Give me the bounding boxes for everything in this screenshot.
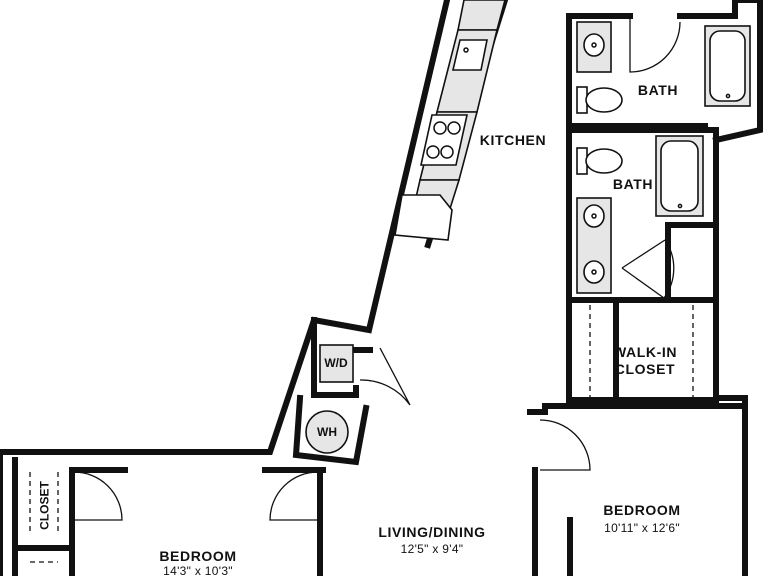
water-heater-icon xyxy=(305,410,349,454)
door-swing-icon xyxy=(359,347,411,406)
door-swing-icon xyxy=(539,419,591,471)
door-swing-icon xyxy=(621,239,675,299)
room-label-bath: BATH xyxy=(612,176,654,192)
bathtub-icon xyxy=(655,135,704,217)
room-label-walk-in: WALK-IN xyxy=(612,344,678,360)
label-wd: W/D xyxy=(324,356,348,370)
room-dimensions: 14'3" x 10'3" xyxy=(163,564,233,578)
door-swing-icon xyxy=(269,471,319,521)
room-label-closet: CLOSET xyxy=(614,361,676,377)
washer-dryer-icon xyxy=(319,344,354,383)
toilet-icon xyxy=(576,86,623,114)
toilet-icon xyxy=(576,147,623,175)
label-closet: CLOSET xyxy=(37,481,52,530)
cooktop-icon xyxy=(420,114,468,166)
label-wh: WH xyxy=(317,425,337,439)
closet-rod xyxy=(29,472,59,563)
door-swing-icon xyxy=(629,16,681,73)
room-label-bedroom: BEDROOM xyxy=(603,502,681,518)
kitchen-sink-icon xyxy=(451,39,488,71)
room-dimensions: 12'5" x 9'4" xyxy=(400,542,464,556)
walk-in-closet-rods xyxy=(589,305,694,398)
sink-icon xyxy=(576,197,612,294)
bathtub-icon xyxy=(704,25,751,107)
sink-icon xyxy=(576,21,612,73)
room-label-living-dining: LIVING/DINING xyxy=(378,524,486,540)
door-swing-icon xyxy=(73,471,123,521)
room-label-bedroom: BEDROOM xyxy=(159,548,237,564)
room-label-bath: BATH xyxy=(637,82,679,98)
room-dimensions: 10'11" x 12'6" xyxy=(604,521,680,535)
room-label-kitchen: KITCHEN xyxy=(479,132,547,148)
